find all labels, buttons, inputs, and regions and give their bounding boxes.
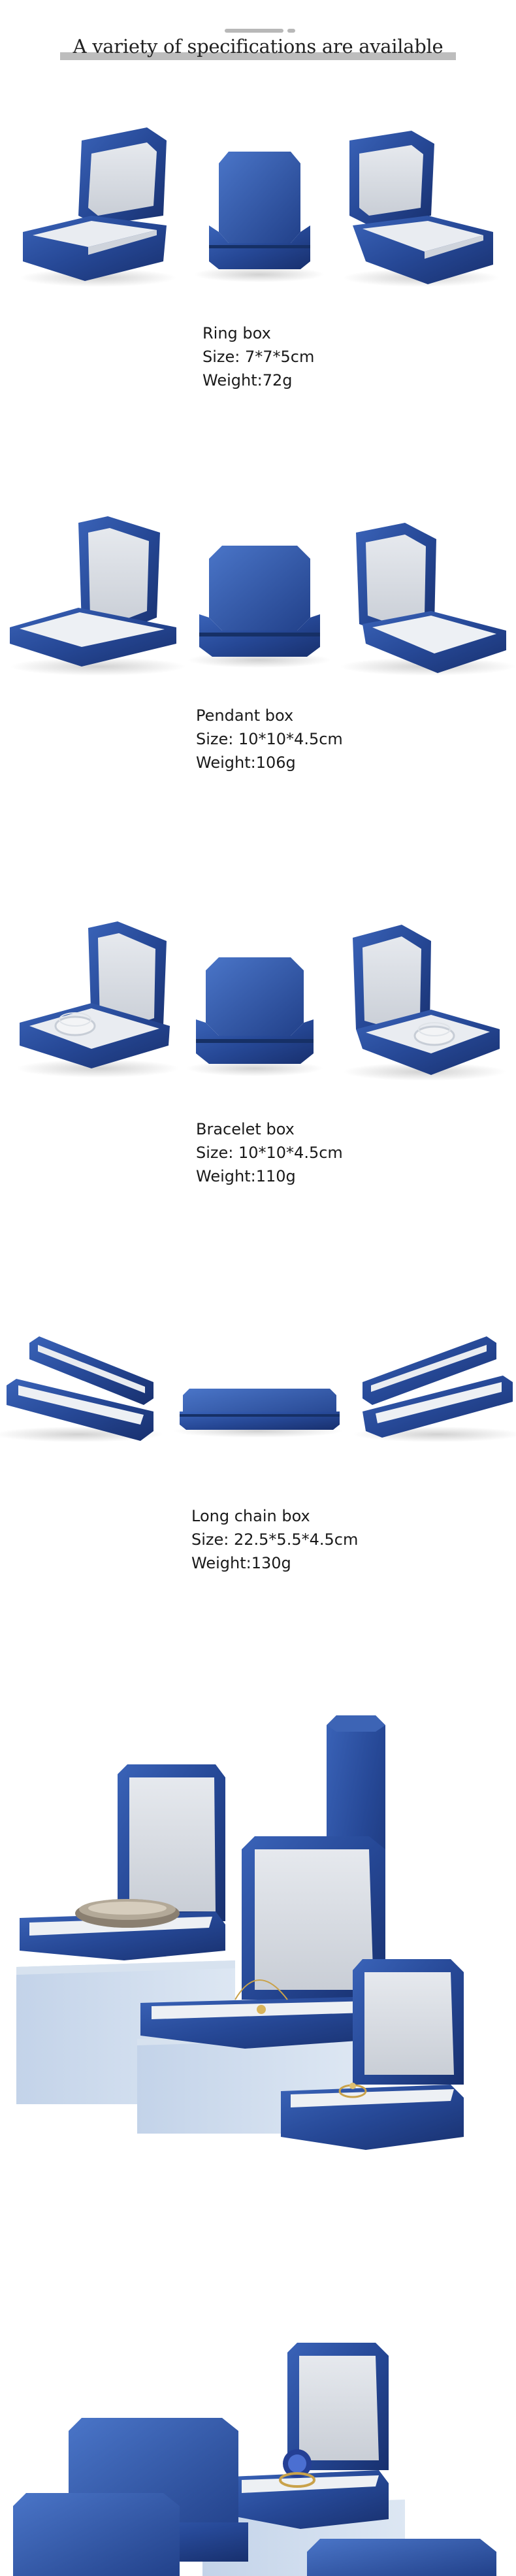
- product-name: Long chain box: [191, 1507, 310, 1525]
- section-title: A variety of specifications are availabl…: [60, 24, 456, 65]
- pendant-box-open-left: [10, 516, 186, 676]
- product-size: Size: 10*10*4.5cm: [196, 730, 343, 748]
- product-caption-ring-box: Ring box Size: 7*7*5cm Weight:72g: [202, 322, 314, 392]
- product-weight: Weight:72g: [202, 371, 293, 389]
- page-title: A variety of specifications are availabl…: [73, 35, 443, 58]
- product-weight: Weight:110g: [196, 1167, 296, 1185]
- long-box-open-left: [0, 1336, 163, 1442]
- product-name: Pendant box: [196, 706, 294, 725]
- product-name: Bracelet box: [196, 1120, 295, 1138]
- product-size: Size: 10*10*4.5cm: [196, 1144, 343, 1162]
- bracelet-box-open-right: [343, 925, 506, 1081]
- product-weight: Weight:106g: [196, 753, 296, 772]
- ring-box-open-left: [20, 127, 176, 287]
- long-box-open-right: [353, 1336, 516, 1442]
- pendant-box-closed-center: [187, 546, 331, 668]
- product-caption-long-chain-box: Long chain box Size: 22.5*5.5*4.5cm Weig…: [191, 1504, 358, 1575]
- product-size: Size: 22.5*5.5*4.5cm: [191, 1530, 359, 1549]
- long-box-closed-center: [173, 1389, 343, 1438]
- bottom-display-scene: [13, 2343, 496, 2576]
- product-size: Size: 7*7*5cm: [202, 348, 315, 366]
- title-underline-bar: [60, 52, 456, 60]
- product-caption-bracelet-box: Bracelet box Size: 10*10*4.5cm Weight:11…: [196, 1117, 343, 1188]
- bracelet-box-open-left: [16, 921, 180, 1078]
- product-caption-pendant-box: Pendant box Size: 10*10*4.5cm Weight:106…: [196, 704, 343, 774]
- ring-box-closed-center: [194, 152, 325, 282]
- product-weight: Weight:130g: [191, 1554, 291, 1572]
- ring-box-open-right: [343, 131, 500, 287]
- title-decoration: [225, 29, 283, 33]
- title-decoration-dot: [287, 29, 295, 33]
- pendant-box-open-right: [340, 523, 516, 676]
- lifestyle-display-scene: [16, 1715, 464, 2150]
- product-name: Ring box: [202, 324, 271, 342]
- bracelet-box-closed-center: [186, 957, 323, 1076]
